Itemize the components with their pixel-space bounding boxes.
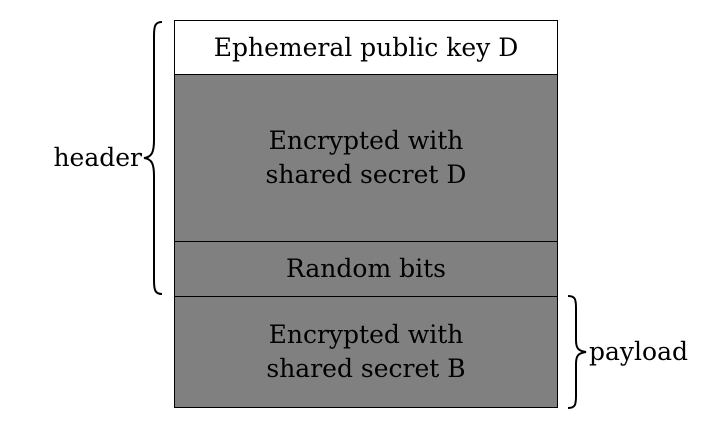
header-label: header [53, 143, 142, 172]
payload-label: payload [589, 337, 688, 366]
segment-label: Random bits [286, 254, 446, 283]
segment-label: Ephemeral public key D [213, 32, 519, 62]
encrypted-shared-secret-b-segment: Encrypted with shared secret B [174, 296, 558, 408]
encrypted-shared-secret-d-segment: Encrypted with shared secret D [174, 74, 558, 242]
segment-label-line: Encrypted with [268, 126, 464, 155]
ephemeral-public-key-segment: Ephemeral public key D [174, 20, 558, 75]
header-brace [143, 21, 163, 295]
segment-label-line: shared secret B [266, 354, 466, 383]
random-bits-segment: Random bits [174, 241, 558, 297]
payload-brace [567, 295, 587, 409]
segment-label-line: Encrypted with [268, 320, 464, 349]
segment-label-line: shared secret D [265, 160, 467, 189]
